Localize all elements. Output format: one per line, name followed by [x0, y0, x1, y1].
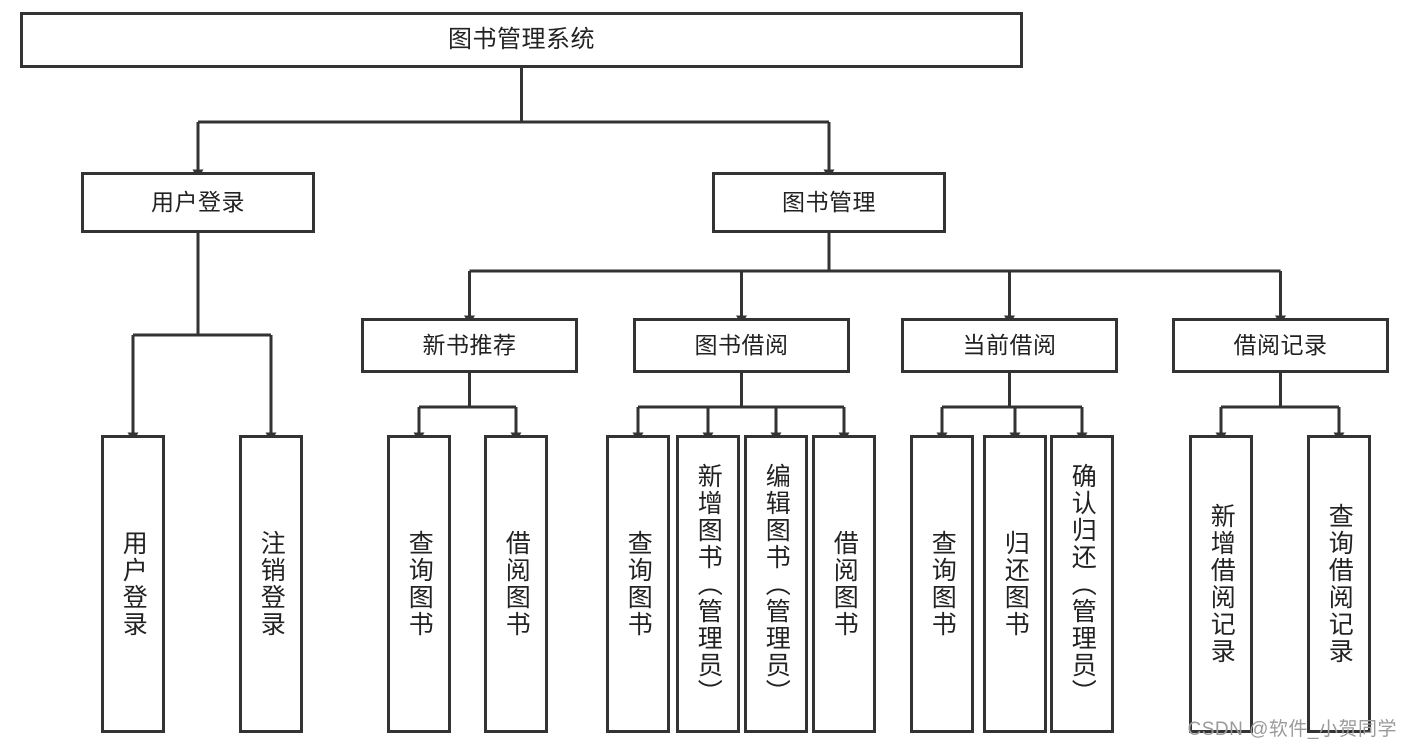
- node-label-b_add: 新增图书（管理员）: [694, 462, 723, 706]
- node-b_edit[interactable]: 编辑图书（管理员）: [744, 435, 808, 733]
- node-r_query[interactable]: 查询借阅记录: [1307, 435, 1371, 733]
- node-label-n_query: 查询图书: [405, 530, 434, 638]
- node-b_lend[interactable]: 借阅图书: [812, 435, 876, 733]
- node-login[interactable]: 用户登录: [81, 172, 315, 233]
- node-label-root: 图书管理系统: [448, 25, 595, 53]
- node-label-current: 当前借阅: [962, 331, 1057, 358]
- node-b_add[interactable]: 新增图书（管理员）: [676, 435, 740, 733]
- node-c_query[interactable]: 查询图书: [910, 435, 974, 733]
- node-label-bookmgmt: 图书管理: [782, 188, 876, 215]
- node-label-newbook: 新书推荐: [422, 331, 517, 358]
- node-b_query[interactable]: 查询图书: [606, 435, 670, 733]
- node-c_confirm[interactable]: 确认归还（管理员）: [1050, 435, 1114, 733]
- node-label-c_query: 查询图书: [928, 530, 957, 638]
- node-n_borrow[interactable]: 借阅图书: [484, 435, 548, 733]
- node-c_return[interactable]: 归还图书: [983, 435, 1047, 733]
- watermark: CSDN @软件_小贺同学: [1187, 719, 1397, 740]
- node-l_login[interactable]: 用户登录: [101, 435, 165, 733]
- node-newbook[interactable]: 新书推荐: [361, 318, 578, 373]
- node-label-login: 用户登录: [151, 188, 245, 215]
- node-label-borrow: 图书借阅: [694, 331, 789, 358]
- node-label-r_query: 查询借阅记录: [1325, 503, 1354, 665]
- node-label-c_return: 归还图书: [1001, 530, 1030, 638]
- node-label-c_confirm: 确认归还（管理员）: [1068, 462, 1097, 706]
- node-borrow[interactable]: 图书借阅: [633, 318, 850, 373]
- node-label-b_lend: 借阅图书: [830, 530, 859, 638]
- node-r_add[interactable]: 新增借阅记录: [1189, 435, 1253, 733]
- node-n_query[interactable]: 查询图书: [387, 435, 451, 733]
- node-label-r_add: 新增借阅记录: [1207, 503, 1236, 665]
- connector-lines: [127, 68, 1345, 442]
- node-label-l_logout: 注销登录: [257, 530, 286, 638]
- node-bookmgmt[interactable]: 图书管理: [712, 172, 946, 233]
- node-label-l_login: 用户登录: [119, 530, 148, 638]
- node-current[interactable]: 当前借阅: [901, 318, 1118, 373]
- node-label-records: 借阅记录: [1233, 331, 1328, 358]
- node-label-b_query: 查询图书: [624, 530, 653, 638]
- node-label-b_edit: 编辑图书（管理员）: [762, 462, 791, 706]
- node-records[interactable]: 借阅记录: [1172, 318, 1389, 373]
- node-root[interactable]: 图书管理系统: [20, 12, 1023, 68]
- node-label-n_borrow: 借阅图书: [502, 530, 531, 638]
- node-l_logout[interactable]: 注销登录: [239, 435, 303, 733]
